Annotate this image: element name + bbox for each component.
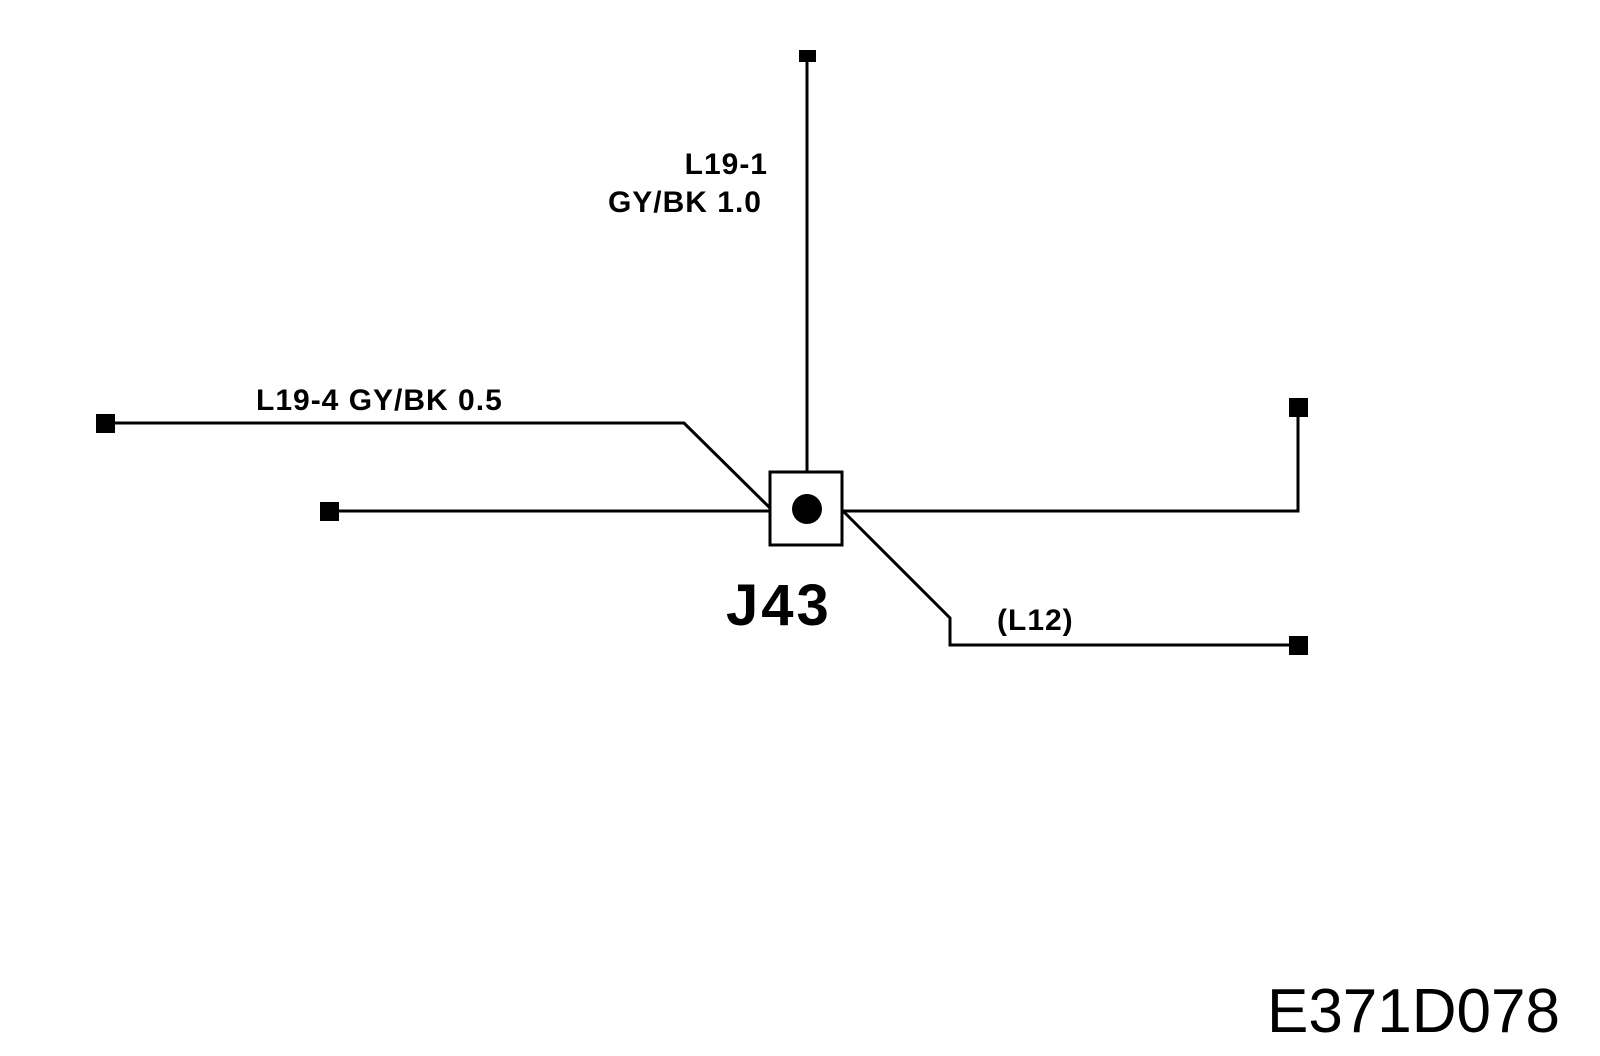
terminal-left-upper <box>96 414 115 433</box>
terminal-lower-right <box>1289 636 1308 655</box>
terminal-left-lower <box>320 502 339 521</box>
terminal-top <box>799 50 816 62</box>
figure-code: E371D078 <box>1267 977 1560 1046</box>
terminal-right-upper <box>1289 398 1308 417</box>
wire-left-upper-label: L19-4 GY/BK 0.5 <box>256 384 503 417</box>
wire-right <box>843 407 1300 513</box>
junction-dot <box>792 494 822 524</box>
wire-top-spec-label: GY/BK 1.0 <box>608 186 762 219</box>
wire-lower-right-label: (L12) <box>997 604 1074 637</box>
junction-j43 <box>768 470 844 547</box>
junction-label: J43 <box>726 573 832 638</box>
wire-lower-right <box>841 509 1298 647</box>
wire-top-circuit-label: L19-1 <box>685 148 768 181</box>
wire-left-upper <box>105 421 772 510</box>
